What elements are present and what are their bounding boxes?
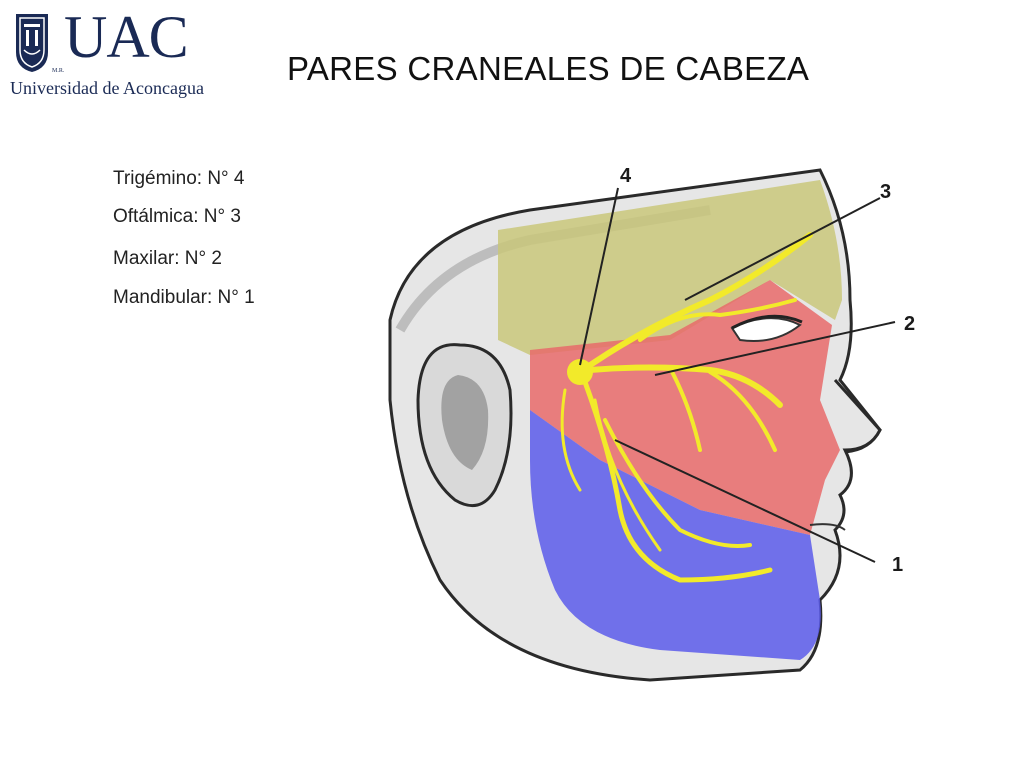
legend-item-maxillary: Maxilar: N° 2	[113, 248, 222, 269]
uac-logo: M.R. UAC Universidad de Aconcagua	[10, 4, 204, 100]
diagram-label-2: 2	[904, 313, 915, 335]
trigeminal-nerve	[560, 232, 813, 583]
legend-item-trigeminal: Trigémino: N° 4	[113, 168, 245, 189]
logo-subtitle: Universidad de Aconcagua	[10, 78, 204, 98]
region-ophthalmic	[498, 180, 842, 355]
nose-outline	[833, 378, 882, 454]
region-maxillary	[530, 280, 840, 535]
eye-lash-line	[731, 314, 803, 330]
logo-wordmark: UAC	[64, 4, 189, 70]
mouth-line	[809, 523, 846, 531]
diagram-label-3: 3	[880, 181, 891, 203]
face-nerve-diagram: 4 3 2 1	[388, 165, 915, 682]
legend-item-mandibular: Mandibular: N° 1	[113, 287, 255, 308]
diagram-label-4: 4	[620, 165, 632, 187]
diagram-label-1: 1	[892, 554, 903, 576]
region-mandibular	[530, 410, 821, 660]
logo-trademark: M.R.	[52, 68, 65, 74]
page-title: PARES CRANEALES DE CABEZA	[287, 50, 810, 87]
legend-item-ophthalmic: Oftálmica: N° 3	[113, 206, 241, 227]
leader-lines	[579, 187, 896, 563]
university-shield-icon	[16, 14, 48, 72]
ear-inner	[441, 375, 489, 470]
